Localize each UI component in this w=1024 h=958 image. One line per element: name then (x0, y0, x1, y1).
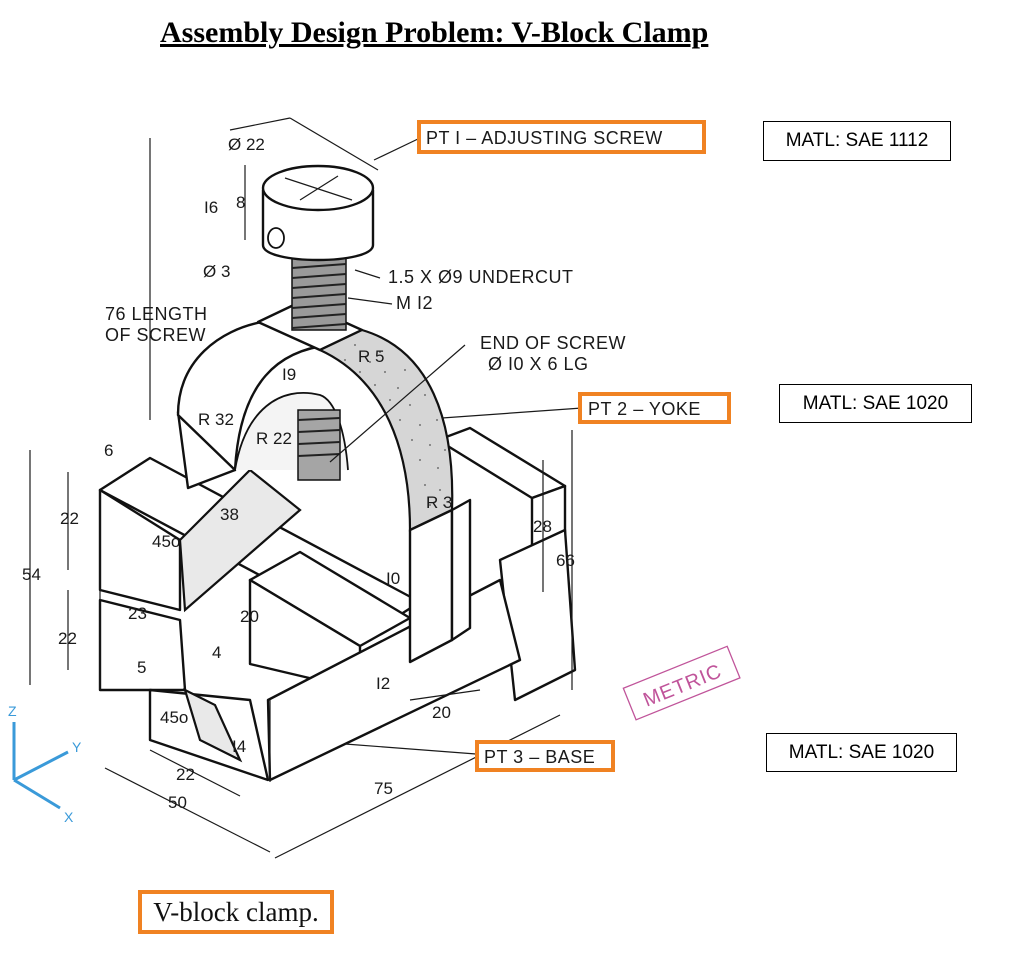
dim-r32: R 32 (198, 410, 234, 429)
dim-dia-3: Ø 3 (203, 262, 230, 281)
dim-14: I4 (232, 737, 246, 756)
note-screw-end-2: Ø I0 X 6 LG (488, 354, 589, 374)
dim-75: 75 (374, 779, 393, 798)
dim-50: 50 (168, 793, 187, 812)
note-screw-end-1: END OF SCREW (480, 333, 626, 353)
dim-12: I2 (376, 674, 390, 693)
dim-22c: 22 (176, 765, 195, 784)
dim-dia-22: Ø 22 (228, 135, 265, 154)
dim-5: 5 (137, 658, 146, 677)
dim-38: 38 (220, 505, 239, 524)
axis-x-label: X (64, 809, 74, 825)
note-thread: M I2 (396, 293, 433, 313)
material-pt1: MATL: SAE 1112 (763, 121, 951, 161)
dim-8: 8 (236, 193, 245, 212)
dim-45a: 45o (152, 532, 180, 551)
adjusting-screw-part (261, 164, 375, 481)
dim-22a: 22 (60, 509, 79, 528)
material-pt3: MATL: SAE 1020 (766, 733, 957, 772)
dim-45b: 45o (160, 708, 188, 727)
callout-pt2: PT 2 – YOKE (578, 392, 731, 424)
svg-text:METRIC: METRIC (640, 660, 725, 711)
base-part (98, 426, 577, 782)
axis-z-label: Z (8, 703, 17, 719)
dimension-lines (29, 117, 583, 859)
material-pt2: MATL: SAE 1020 (779, 384, 972, 423)
dim-4: 4 (212, 643, 221, 662)
note-length-2: OF SCREW (105, 325, 206, 345)
page-title: Assembly Design Problem: V-Block Clamp (160, 16, 709, 49)
dim-r3: R 3 (426, 493, 452, 512)
dim-19: I9 (282, 365, 296, 384)
dim-20b: 20 (432, 703, 451, 722)
callout-pt3: PT 3 – BASE (475, 740, 615, 772)
callout-pt3-label: PT 3 – BASE (484, 747, 595, 767)
callout-pt1: PT I – ADJUSTING SCREW (417, 120, 706, 154)
note-undercut: 1.5 X Ø9 UNDERCUT (388, 267, 574, 287)
dim-22b: 22 (58, 629, 77, 648)
axis-triad: Z Y X (8, 703, 82, 825)
dim-23: 23 (128, 604, 147, 623)
dim-r5: R 5 (358, 347, 384, 366)
note-length-1: 76 LENGTH (105, 304, 208, 324)
dim-16: I6 (204, 198, 218, 217)
dim-20a: 20 (240, 607, 259, 626)
metric-stamp: METRIC (622, 645, 741, 721)
axis-y-label: Y (72, 739, 82, 755)
callout-pt2-label: PT 2 – YOKE (588, 399, 701, 419)
dimension-labels: Ø 22 I6 8 Ø 3 1.5 X Ø9 UNDERCUT M I2 76 … (22, 135, 626, 812)
dim-6: 6 (104, 441, 113, 460)
dim-54: 54 (22, 565, 41, 584)
callout-pt1-label: PT I – ADJUSTING SCREW (426, 128, 663, 148)
dim-10: I0 (386, 569, 400, 588)
dim-66: 66 (556, 551, 575, 570)
dim-28: 28 (533, 517, 552, 536)
dim-r22: R 22 (256, 429, 292, 448)
figure-caption: V-block clamp. (138, 890, 334, 934)
